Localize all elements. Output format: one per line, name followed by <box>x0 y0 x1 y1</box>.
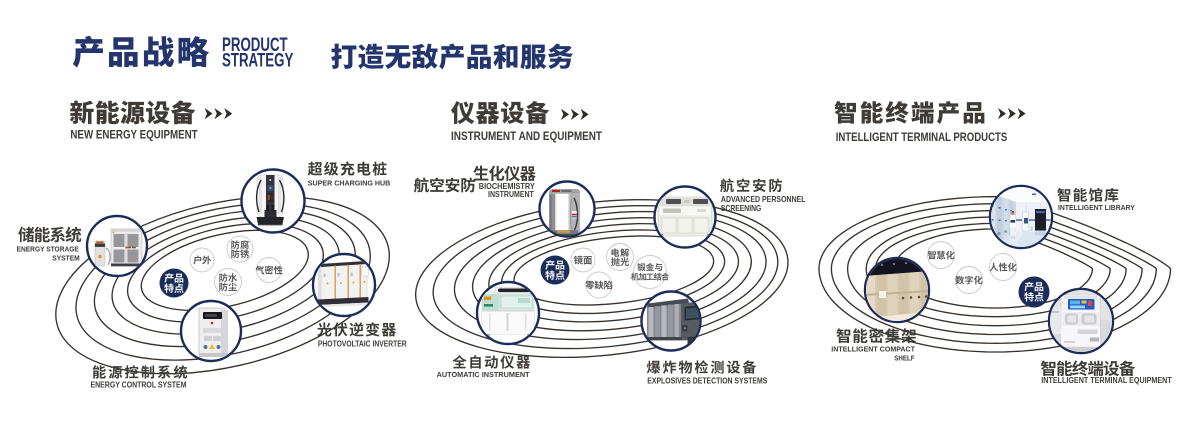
svg-text:INTELLIGENT LIBRARY: INTELLIGENT LIBRARY <box>1058 203 1135 212</box>
svg-text:INTELLIGENT TERMINAL EQUIPMENT: INTELLIGENT TERMINAL EQUIPMENT <box>1041 376 1172 385</box>
svg-text:INTELLIGENT COMPACT: INTELLIGENT COMPACT <box>831 345 915 354</box>
svg-text:SCREENING: SCREENING <box>721 204 761 213</box>
svg-text:INSTRUMENT: INSTRUMENT <box>488 189 534 199</box>
svg-text:BIOCHEMISTRY: BIOCHEMISTRY <box>479 181 535 191</box>
svg-text:ADVANCED PERSONNEL: ADVANCED PERSONNEL <box>721 195 806 204</box>
svg-text:INSTRUMENT AND EQUIPMENT: INSTRUMENT AND EQUIPMENT <box>451 129 603 143</box>
svg-text:SUPER CHARGING HUB: SUPER CHARGING HUB <box>308 179 391 188</box>
svg-text:NEW ENERGY EQUIPMENT: NEW ENERGY EQUIPMENT <box>70 127 198 141</box>
svg-text:SHELF: SHELF <box>894 354 915 363</box>
svg-text:ENERGY STORAGE: ENERGY STORAGE <box>17 245 79 254</box>
svg-text:AUTOMATIC INSTRUMENT: AUTOMATIC INSTRUMENT <box>437 370 530 379</box>
svg-text:EXPLOSIVES DETECTION SYSTEMS: EXPLOSIVES DETECTION SYSTEMS <box>647 377 767 386</box>
svg-text:ENERGY CONTROL SYSTEM: ENERGY CONTROL SYSTEM <box>91 381 187 390</box>
svg-text:PHOTOVOLTAIC INVERTER: PHOTOVOLTAIC INVERTER <box>318 339 407 348</box>
svg-text:INTELLIGENT TERMINAL PRODUCTS: INTELLIGENT TERMINAL PRODUCTS <box>836 130 1008 144</box>
svg-text:PRODUCT: PRODUCT <box>222 35 288 56</box>
svg-text:SYSTEM: SYSTEM <box>52 254 79 263</box>
svg-text:STRATEGY: STRATEGY <box>222 50 293 71</box>
